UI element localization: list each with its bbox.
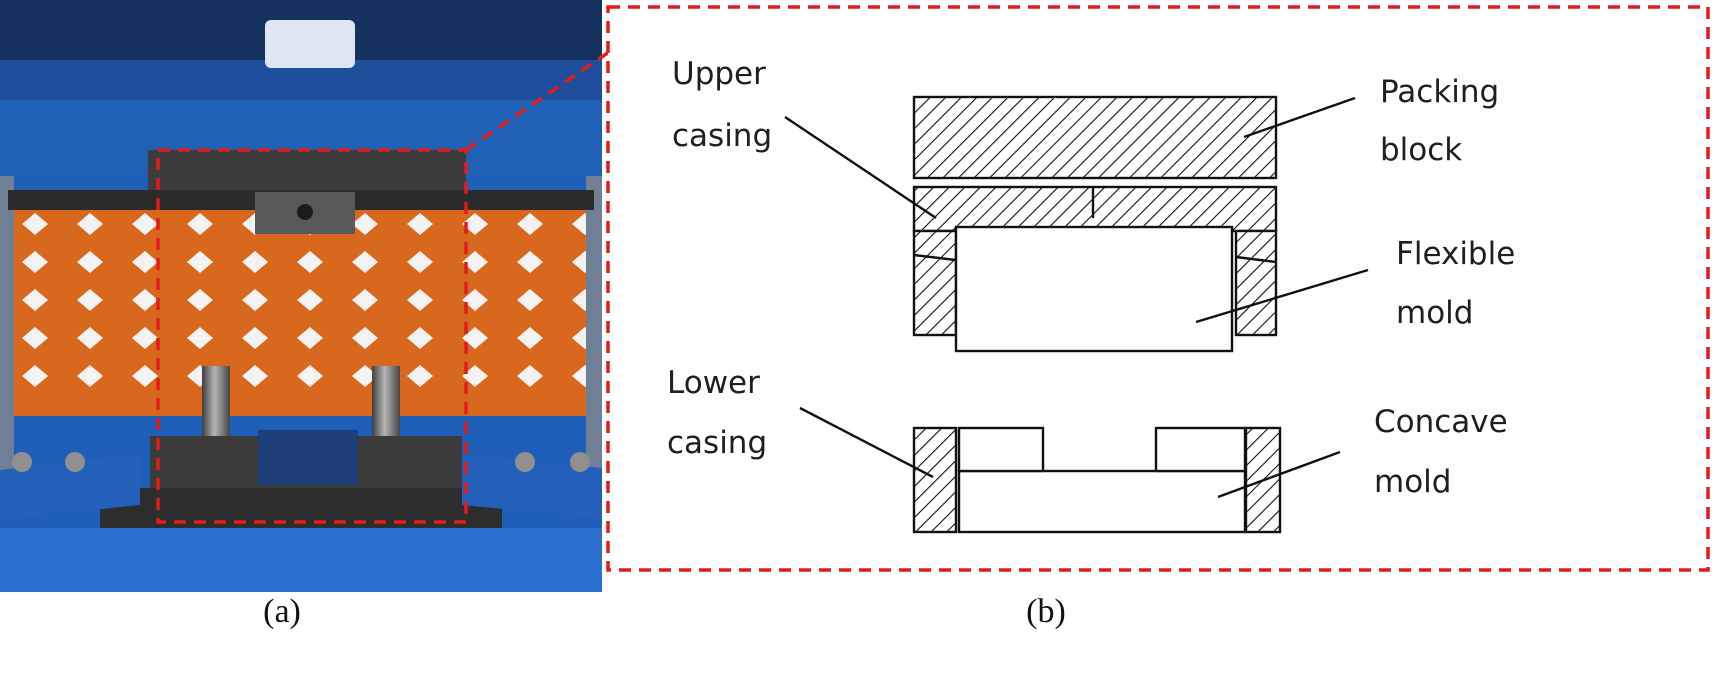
label-upper-casing: Upper casing [672,56,776,154]
clamp-left [0,455,140,520]
label-packing-block: Packing block [1380,74,1509,168]
flexible-mold [954,225,1234,353]
leader-lower-casing [799,406,934,479]
label-concave-mold-line1: Concave [1374,404,1508,440]
packing-block [912,95,1278,180]
label-concave-mold: Concave mold [1374,404,1518,500]
upper-casing-left-wall [912,229,958,337]
concave-mold-left-step [957,426,1045,473]
clamp-right [462,455,602,518]
side-post-left [0,176,14,476]
concave-mold-base [957,469,1247,534]
label-lower-casing-line1: Lower [667,365,760,401]
leader-concave-mold [1217,450,1341,499]
bolt-3 [515,452,535,472]
concave-mold-right-step [1154,426,1247,473]
upper-casing-right-wall [1234,229,1278,337]
caption-a: (a) [263,593,301,630]
guard-holes [8,205,594,395]
caption-b: (b) [1026,593,1066,630]
upper-casing-right-joint [1235,255,1277,264]
label-flexible-mold-line2: mold [1396,295,1473,331]
lower-casing-left [912,426,958,534]
ram-bracket [265,20,355,68]
label-flexible-mold-line1: Flexible [1396,236,1515,272]
bolt-4 [570,452,590,472]
die-screw [297,204,313,220]
label-upper-casing-line2: casing [672,118,772,154]
side-post-right [586,176,602,476]
label-lower-casing: Lower casing [667,365,770,461]
lower-die-block [258,430,358,485]
upper-casing-top [912,185,1278,233]
leader-flexible-mold [1195,268,1369,324]
upper-casing-left-joint [913,253,957,262]
upper-die-plate [148,150,466,196]
bolt-2 [65,452,85,472]
leader-upper-casing [784,116,937,219]
panel-a-photo [0,0,602,592]
label-flexible-mold: Flexible mold [1396,236,1525,331]
leader-packing-block [1243,96,1356,139]
label-upper-casing-line1: Upper [672,56,766,92]
label-packing-block-line2: block [1380,132,1462,168]
label-packing-block-line1: Packing [1380,74,1499,110]
table-bottom [0,528,602,592]
label-concave-mold-line2: mold [1374,464,1451,500]
panel-b-schematic: Upper casing Packing block Flexible mold… [667,56,1525,534]
bolt-1 [12,452,32,472]
label-lower-casing-line2: casing [667,425,767,461]
zoom-connector [465,48,613,152]
